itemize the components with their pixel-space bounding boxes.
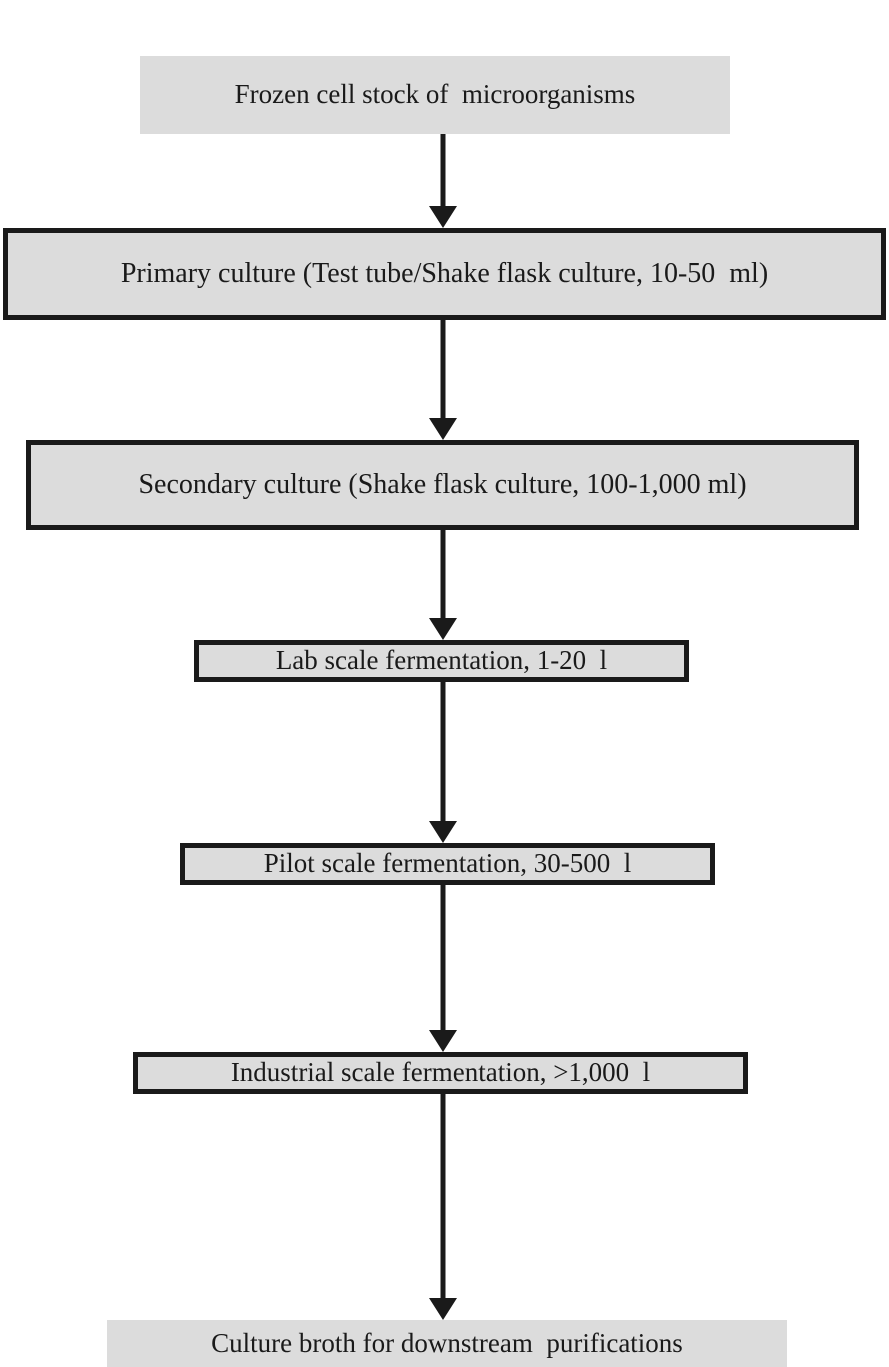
flow-node-lab-scale-fermentation: Lab scale fermentation, 1-20 l [194, 640, 689, 682]
flow-node-pilot-scale-fermentation: Pilot scale fermentation, 30-500 l [180, 843, 715, 885]
arrow-shaft [440, 134, 446, 206]
arrow-shaft [440, 1094, 446, 1298]
arrow-head-icon [429, 1298, 457, 1320]
flow-node-label: Primary culture (Test tube/Shake flask c… [120, 257, 769, 289]
arrow-shaft [440, 682, 446, 821]
flow-node-label: Industrial scale fermentation, >1,000 l [230, 1057, 651, 1088]
flow-node-frozen-stock: Frozen cell stock of microorganisms [140, 56, 730, 134]
arrow-head-icon [429, 821, 457, 843]
arrow-head-icon [429, 1030, 457, 1052]
flow-node-label: Pilot scale fermentation, 30-500 l [263, 848, 632, 879]
arrow-shaft [440, 885, 446, 1030]
arrow-head-icon [429, 418, 457, 440]
flow-node-label: Frozen cell stock of microorganisms [234, 79, 636, 110]
flow-node-culture-broth: Culture broth for downstream purificatio… [107, 1320, 787, 1367]
arrow-head-icon [429, 206, 457, 228]
flow-node-label: Lab scale fermentation, 1-20 l [275, 645, 608, 676]
arrow-head-icon [429, 618, 457, 640]
flow-node-secondary-culture: Secondary culture (Shake flask culture, … [26, 440, 859, 530]
arrow-shaft [440, 320, 446, 418]
flow-node-primary-culture: Primary culture (Test tube/Shake flask c… [3, 228, 886, 320]
arrow-shaft [440, 530, 446, 618]
flow-node-industrial-scale-fermentation: Industrial scale fermentation, >1,000 l [133, 1052, 748, 1094]
flow-node-label: Culture broth for downstream purificatio… [211, 1327, 683, 1358]
flow-node-label: Secondary culture (Shake flask culture, … [138, 468, 747, 500]
